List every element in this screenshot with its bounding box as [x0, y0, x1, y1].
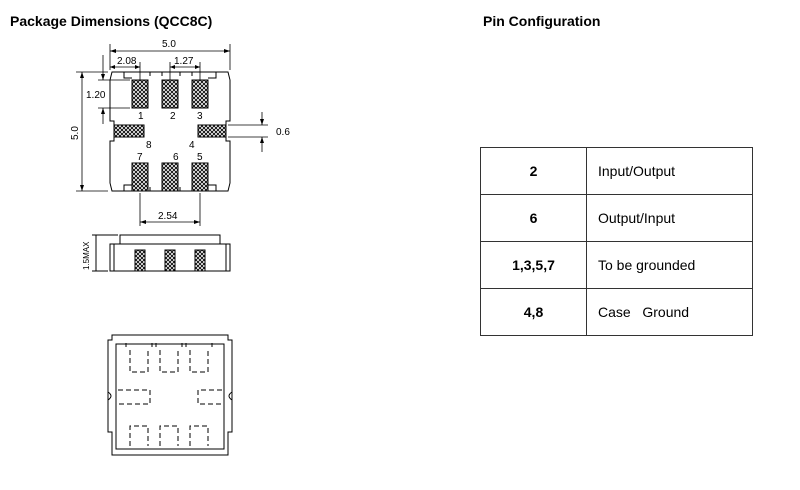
pad-label-3: 3 — [197, 111, 203, 122]
pad-label-5: 5 — [197, 152, 203, 163]
pad-2 — [161, 79, 179, 109]
pad-label-7: 7 — [137, 152, 143, 163]
pad-4 — [197, 124, 227, 138]
pin-function-cell: Output/Input — [586, 194, 753, 242]
pin-number-cell: 2 — [480, 147, 587, 195]
pin-number-cell: 6 — [480, 194, 587, 242]
dim-pad-height: 1.20 — [86, 90, 106, 101]
package-dimensions-title: Package Dimensions (QCC8C) — [10, 13, 213, 29]
pad-3 — [191, 79, 209, 109]
pin-configuration-title: Pin Configuration — [483, 13, 601, 29]
pad-1 — [131, 79, 149, 109]
bottom-view — [107, 334, 233, 456]
dim-width: 5.0 — [162, 39, 176, 50]
pad-5 — [191, 162, 209, 192]
pin-number-cell: 1,3,5,7 — [480, 241, 587, 289]
top-view — [109, 71, 231, 192]
pad-label-4: 4 — [189, 140, 195, 151]
pad-label-1: 1 — [138, 111, 144, 122]
dim-side-pad: 0.6 — [276, 127, 290, 138]
dim-pad-span: 2.54 — [158, 211, 178, 222]
pad-7 — [131, 162, 149, 192]
dim-max-height: 1.5MAX — [82, 241, 91, 270]
dim-height: 5.0 — [70, 126, 81, 140]
pin-function-cell: Input/Output — [586, 147, 753, 195]
pin-function-cell: Case Ground — [586, 288, 753, 336]
pad-label-2: 2 — [170, 111, 176, 122]
top-view-outline — [109, 71, 231, 192]
pad-label-6: 6 — [173, 152, 179, 163]
pin-number-cell: 4,8 — [480, 288, 587, 336]
dim-pitch-a: 2.08 — [117, 56, 137, 67]
side-view — [92, 234, 231, 272]
pad-6 — [161, 162, 179, 192]
pad-label-8: 8 — [146, 140, 152, 151]
pad-8 — [113, 124, 145, 138]
dim-pitch-b: 1.27 — [174, 56, 194, 67]
pin-function-cell: To be grounded — [586, 241, 753, 289]
